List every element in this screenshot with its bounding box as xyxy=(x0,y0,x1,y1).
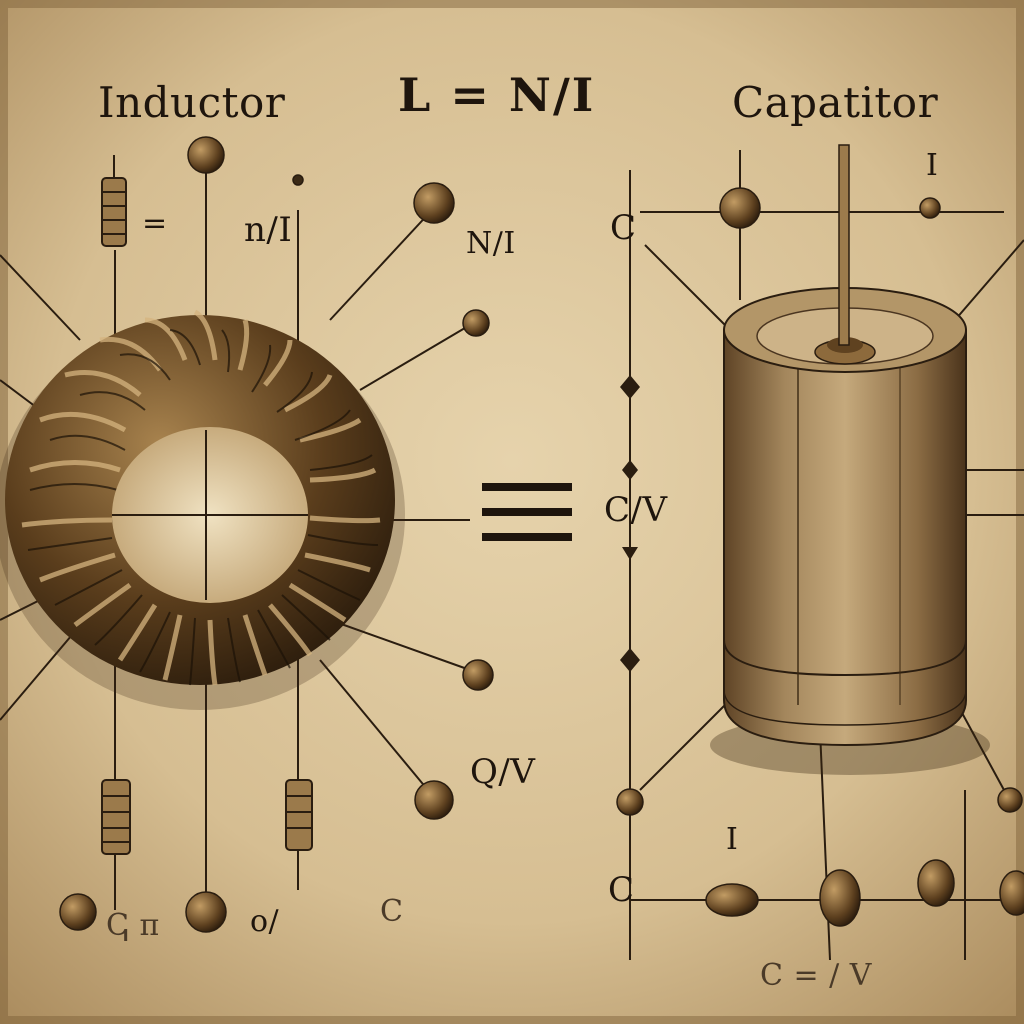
o-slash-label: o/ xyxy=(250,904,280,939)
c-lower-mid-label: C xyxy=(380,894,404,929)
i-top-label: I xyxy=(926,148,939,183)
resistor-icon xyxy=(101,155,127,247)
i-bottom-label: I xyxy=(726,822,739,857)
resistor-icon xyxy=(705,859,1024,927)
c-over-v-label: C/V xyxy=(604,490,668,530)
resistor-icon xyxy=(285,779,313,851)
equivalence-mark xyxy=(482,483,572,541)
terminal-node-icon xyxy=(59,136,494,933)
q-over-v-label: Q/V xyxy=(470,752,536,792)
cap-n-over-i-label: N/I xyxy=(466,226,516,261)
c-bottom-label: C xyxy=(608,870,635,910)
toroid-inductor-icon xyxy=(0,309,405,710)
c-top-label: C xyxy=(610,208,637,248)
cylindrical-capacitor-icon xyxy=(710,144,990,775)
c-eq-v-label: C = / V xyxy=(760,958,872,993)
diamond-marker-icon xyxy=(620,375,640,672)
equals-small-label: = xyxy=(142,206,168,241)
inductor-title: Inductor xyxy=(98,78,286,127)
pi-like-label: ↅ π xyxy=(106,908,160,943)
terminal-node-icon xyxy=(616,187,1023,816)
resistor-icon xyxy=(101,779,131,855)
capacitor-title: Capatitor xyxy=(732,78,939,127)
formula-title: L = N/I xyxy=(398,68,596,122)
n-over-i-label: n/I xyxy=(244,210,293,250)
